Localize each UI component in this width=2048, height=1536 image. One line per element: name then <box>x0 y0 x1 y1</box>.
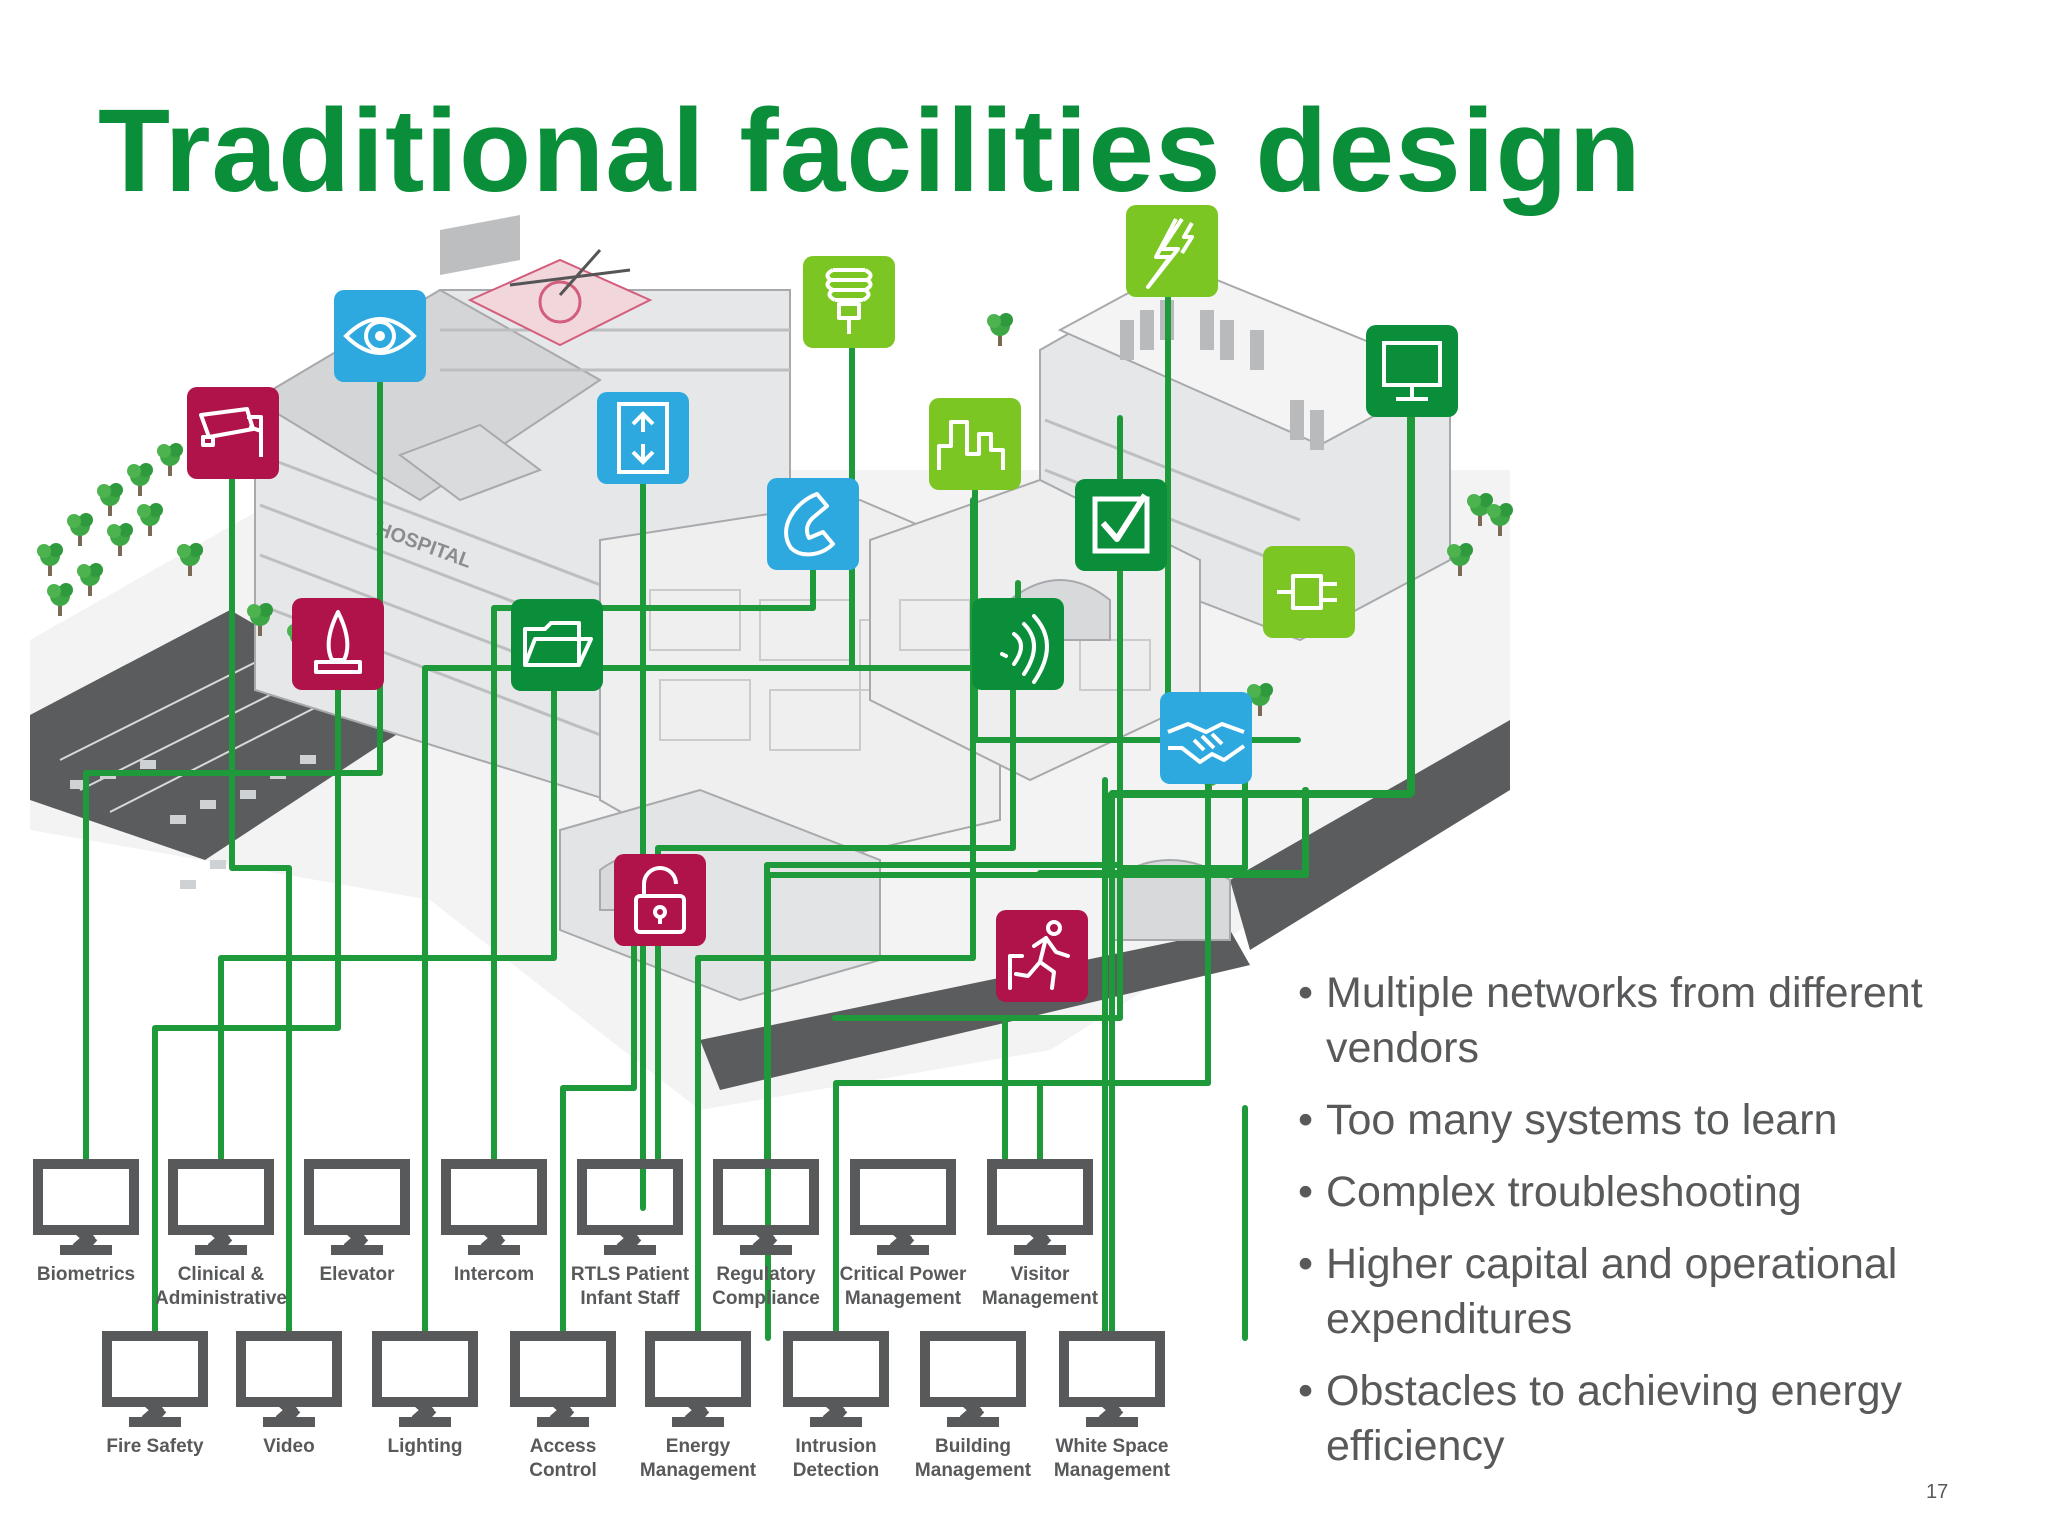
computer-monitor-icon <box>102 1331 208 1427</box>
computer-monitor-icon <box>783 1331 889 1427</box>
computer-monitor-icon <box>510 1331 616 1427</box>
bullet-item: Multiple networks from different vendors <box>1298 966 1998 1076</box>
monitor-icon <box>1366 325 1458 417</box>
computer-monitor-icon <box>987 1159 1093 1255</box>
monitor-label: Management <box>1054 1460 1171 1481</box>
monitor-stations: Biometrics Clinical & Administrative Elevat… <box>33 1159 1171 1481</box>
unlock-icon <box>614 854 706 946</box>
bullet-item: Higher capital and operational expenditu… <box>1298 1237 1998 1347</box>
monitor-label: Lighting <box>388 1436 463 1457</box>
monitor-label: Intercom <box>454 1264 534 1285</box>
checkbox-icon <box>1075 479 1167 571</box>
computer-monitor-icon <box>1059 1331 1165 1427</box>
flame-icon <box>292 598 384 690</box>
monitor-label: Administrative <box>155 1288 287 1309</box>
computer-monitor-icon <box>33 1159 139 1255</box>
computer-monitor-icon <box>441 1159 547 1255</box>
computer-monitor-icon <box>645 1331 751 1427</box>
monitor-label: Critical Power <box>840 1264 967 1285</box>
power-plug-icon <box>1263 546 1355 638</box>
monitor-label: Intrusion <box>795 1436 876 1457</box>
monitor-station: Video <box>236 1331 342 1457</box>
monitor-station: Lighting <box>372 1331 478 1457</box>
monitor-label: Visitor <box>1011 1264 1070 1285</box>
wireless-signal-icon <box>972 598 1064 690</box>
handshake-icon <box>1160 692 1252 784</box>
monitor-label: Compliance <box>712 1288 820 1309</box>
monitor-station: Intercom <box>441 1159 547 1285</box>
monitor-label: Elevator <box>320 1264 396 1285</box>
monitor-label: Energy <box>666 1436 731 1457</box>
emergency-exit-icon <box>996 910 1088 1002</box>
lightning-icon <box>1126 205 1218 297</box>
monitor-label: RTLS Patient <box>571 1264 690 1285</box>
computer-monitor-icon <box>713 1159 819 1255</box>
cctv-camera-icon <box>187 387 279 479</box>
monitor-station: Clinical & Administrative <box>155 1159 287 1309</box>
monitor-label: Management <box>915 1460 1032 1481</box>
monitor-label: Fire Safety <box>106 1436 204 1457</box>
bullet-item: Too many systems to learn <box>1298 1093 1998 1148</box>
connection-lines <box>83 292 1415 1341</box>
monitor-label: Management <box>982 1288 1099 1309</box>
bullet-item: Complex troubleshooting <box>1298 1165 1998 1220</box>
computer-monitor-icon <box>304 1159 410 1255</box>
telephone-icon <box>767 478 859 570</box>
monitor-label: Building <box>935 1436 1011 1457</box>
computer-monitor-icon <box>168 1159 274 1255</box>
elevator-icon <box>597 392 689 484</box>
monitor-station: Biometrics <box>33 1159 139 1285</box>
slide-title: Traditional facilities design <box>98 85 1642 217</box>
monitor-label: White Space <box>1056 1436 1169 1457</box>
monitor-label: Management <box>845 1288 962 1309</box>
computer-monitor-icon <box>236 1331 342 1427</box>
page-number: 17 <box>1926 1481 1949 1503</box>
monitor-label: Detection <box>793 1460 880 1481</box>
computer-monitor-icon <box>920 1331 1026 1427</box>
computer-monitor-icon <box>850 1159 956 1255</box>
monitor-label: Management <box>640 1460 757 1481</box>
monitor-label: Infant Staff <box>580 1288 680 1309</box>
bullet-list: Multiple networks from different vendors… <box>1298 966 1998 1491</box>
monitor-station: Elevator <box>304 1159 410 1285</box>
eye-icon <box>334 290 426 382</box>
monitor-label: Biometrics <box>37 1264 135 1285</box>
monitor-label: Control <box>529 1460 597 1481</box>
hospital-illustration: HOSPITAL <box>30 215 1513 1110</box>
monitor-label: Access <box>530 1436 597 1457</box>
computer-monitor-icon <box>372 1331 478 1427</box>
icon-tiles <box>187 205 1458 1002</box>
monitor-label: Regulatory <box>716 1264 816 1285</box>
monitor-label: Video <box>263 1436 314 1457</box>
energy-graph-icon <box>929 398 1021 490</box>
monitor-station: Fire Safety <box>102 1331 208 1457</box>
monitor-label: Clinical & <box>178 1264 265 1285</box>
bullet-item: Obstacles to achieving energy efficiency <box>1298 1364 1998 1474</box>
lightbulb-icon <box>803 256 895 348</box>
computer-monitor-icon <box>577 1159 683 1255</box>
folder-icon <box>511 599 603 691</box>
